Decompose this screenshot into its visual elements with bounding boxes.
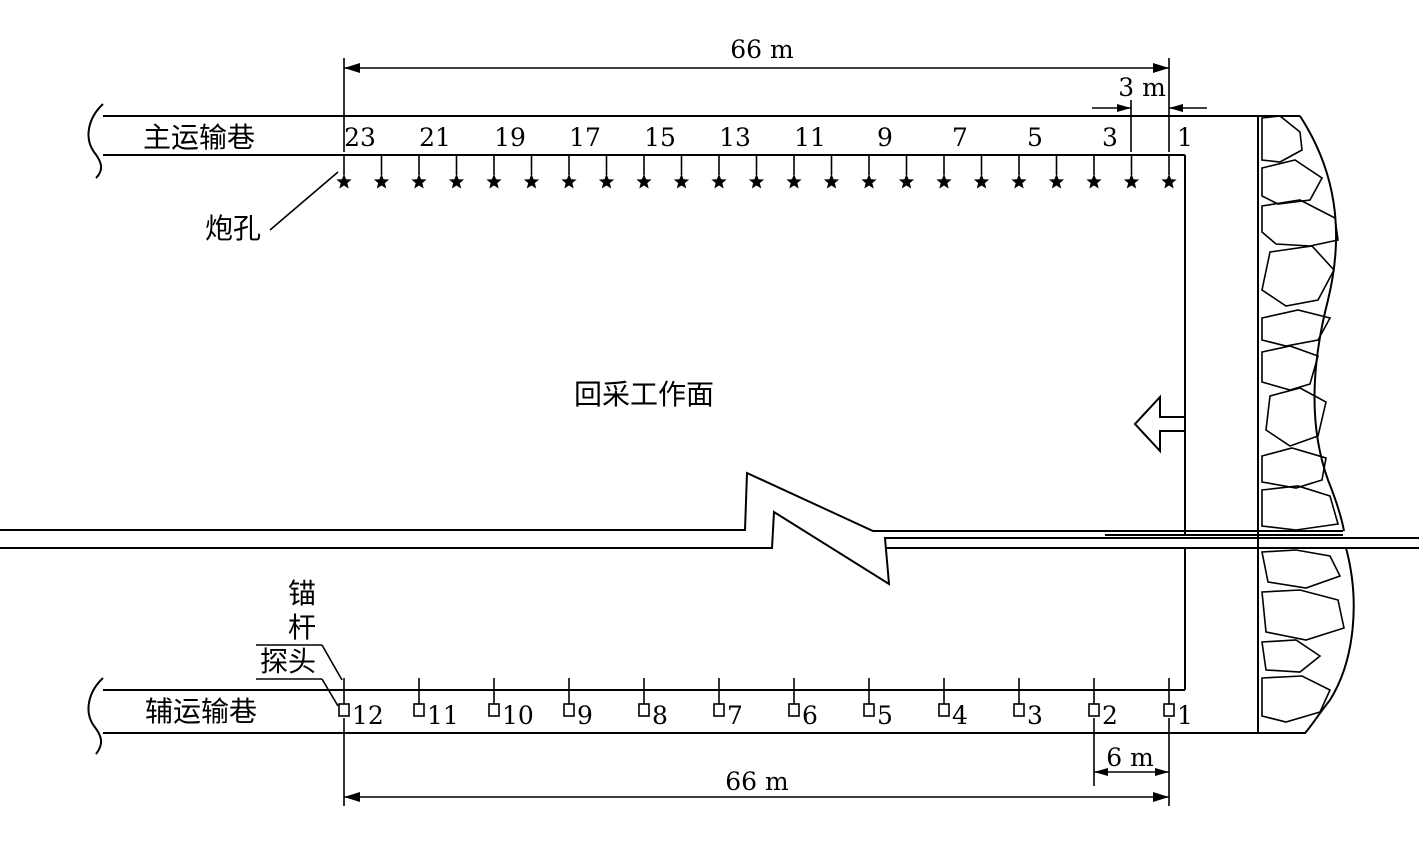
top-spacing-label: 3 m <box>1118 73 1166 102</box>
anchor-sensor <box>638 678 650 717</box>
blast-hole <box>373 155 390 189</box>
bottom-spacing-label: 6 m <box>1106 743 1154 772</box>
goaf-caved-zone <box>1257 115 1355 734</box>
blast-hole-labels: 23 21 19 17 15 13 11 9 7 5 3 1 <box>344 123 1193 152</box>
blast-hole <box>1161 155 1177 189</box>
hole-number-label: 17 <box>569 123 601 152</box>
blast-hole <box>1086 155 1102 189</box>
blast-hole <box>636 155 652 189</box>
hole-number-label: 3 <box>1102 123 1118 152</box>
sensor-number-label: 2 <box>1102 701 1118 730</box>
sensor-number-label: 9 <box>577 701 593 730</box>
blast-hole-callout: 炮孔 <box>205 171 339 245</box>
blast-hole <box>861 155 877 189</box>
hole-number-label: 1 <box>1177 123 1193 152</box>
blast-hole <box>598 155 615 189</box>
hole-number-label: 19 <box>494 123 526 152</box>
blast-hole <box>973 155 990 189</box>
blast-hole <box>936 155 952 189</box>
sensor-number-label: 5 <box>877 701 893 730</box>
main-roadway-label: 主运输巷 <box>143 121 255 154</box>
hole-number-label: 21 <box>419 123 451 152</box>
anchor-sensor <box>938 678 950 717</box>
hole-number-label: 15 <box>644 123 676 152</box>
advance-direction-arrow <box>1133 394 1185 454</box>
anchor-sensor <box>863 678 875 717</box>
blast-hole <box>448 155 465 189</box>
blast-hole <box>336 155 352 189</box>
sensor-number-label: 3 <box>1027 701 1043 730</box>
anchor-sensor <box>563 678 575 717</box>
top-span-dimension: 66 m <box>343 35 1170 152</box>
aux-roadway-label: 辅运输巷 <box>145 695 257 728</box>
anchor-sensor <box>713 678 725 717</box>
blast-holes <box>336 155 1177 189</box>
anchor-sensor <box>338 678 350 717</box>
anchor-probe-callout: 锚 杆 探头 <box>256 577 343 707</box>
sensors <box>338 678 1175 717</box>
aux-roadway: 辅运输巷 <box>87 677 1258 755</box>
blast-hole <box>1123 155 1140 189</box>
hole-number-label: 5 <box>1027 123 1043 152</box>
blast-hole <box>523 155 540 189</box>
sensor-number-label: 11 <box>427 701 459 730</box>
blast-hole <box>786 155 802 189</box>
sensor-number-label: 12 <box>352 701 384 730</box>
bottom-span-label: 66 m <box>725 767 789 796</box>
break-lines <box>0 471 1419 586</box>
hole-number-label: 9 <box>877 123 893 152</box>
blast-hole-label: 炮孔 <box>205 212 261 245</box>
sensor-number-label: 8 <box>652 701 668 730</box>
sensor-number-label: 10 <box>502 701 534 730</box>
bottom-spacing-dimension: 6 m <box>1093 718 1170 806</box>
blast-hole <box>411 155 427 189</box>
sensor-number-label: 6 <box>802 701 818 730</box>
anchor-label-line1: 锚 <box>288 577 316 610</box>
hole-number-label: 11 <box>794 123 826 152</box>
top-spacing-dimension: 3 m <box>1092 73 1207 152</box>
anchor-sensor <box>1013 678 1025 717</box>
sensor-number-label: 4 <box>952 701 968 730</box>
anchor-sensor <box>1163 678 1175 717</box>
blast-hole <box>898 155 915 189</box>
blast-hole <box>823 155 840 189</box>
sensor-number-label: 7 <box>727 701 743 730</box>
hole-number-label: 7 <box>952 123 968 152</box>
blast-hole <box>748 155 765 189</box>
probe-label: 探头 <box>260 645 316 678</box>
anchor-sensor <box>788 678 800 717</box>
blast-hole <box>711 155 727 189</box>
blast-hole <box>1048 155 1065 189</box>
anchor-label-line2: 杆 <box>288 611 316 644</box>
hole-number-label: 13 <box>719 123 751 152</box>
anchor-sensor <box>1088 678 1100 717</box>
bottom-span-dimension: 66 m <box>343 718 1169 806</box>
top-span-label: 66 m <box>730 35 794 64</box>
working-face-label: 回采工作面 <box>574 378 714 411</box>
sensor-labels: 12 11 10 9 8 7 6 5 4 3 2 1 <box>352 701 1193 730</box>
anchor-sensor <box>488 678 500 717</box>
blast-hole <box>561 155 577 189</box>
blast-hole <box>1011 155 1027 189</box>
hole-number-label: 23 <box>344 123 376 152</box>
anchor-sensor <box>413 678 425 717</box>
blast-hole <box>486 155 502 189</box>
sensor-number-label: 1 <box>1177 701 1193 730</box>
blast-hole <box>673 155 690 189</box>
